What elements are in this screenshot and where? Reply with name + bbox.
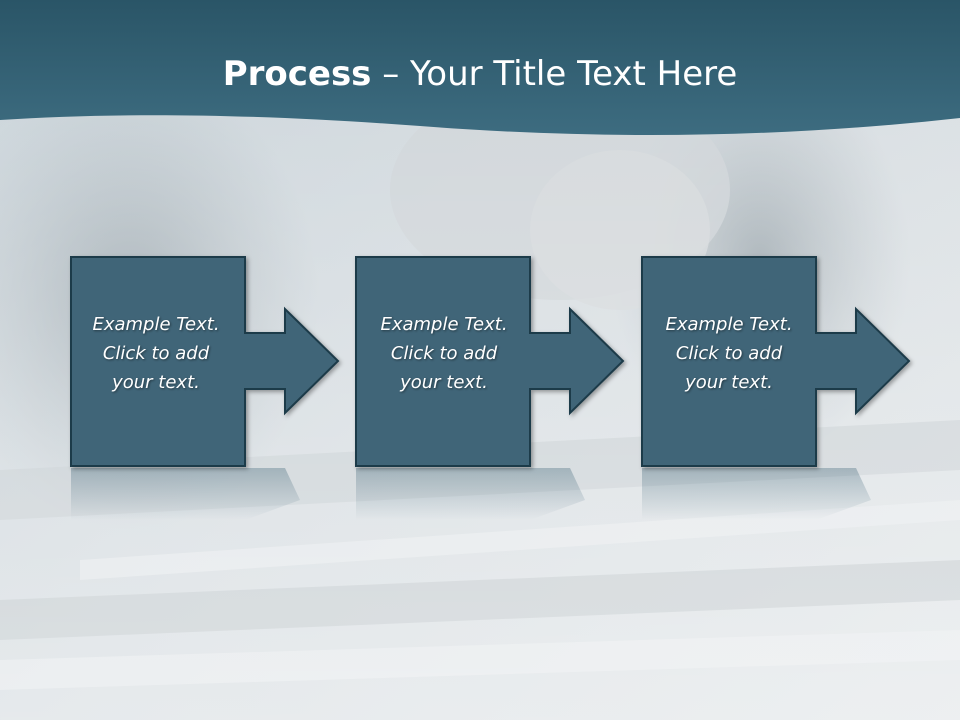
- title-rest: – Your Title Text Here: [371, 54, 738, 94]
- step-3-line-1: Example Text.: [665, 314, 793, 335]
- reflections: [71, 468, 871, 520]
- step-3-line-2: Click to add: [675, 343, 783, 364]
- step-1-line-3: your text.: [112, 372, 200, 393]
- step-3-line-3: your text.: [685, 372, 773, 393]
- slide-title[interactable]: Process – Your Title Text Here: [0, 50, 960, 98]
- step-2-shape[interactable]: [355, 256, 625, 467]
- step-1-line-2: Click to add: [102, 343, 210, 364]
- step-2-text[interactable]: Example Text. Click to add your text.: [358, 310, 530, 397]
- step-1-shape[interactable]: [70, 256, 340, 467]
- step-3-text[interactable]: Example Text. Click to add your text.: [643, 310, 815, 397]
- step-2-line-3: your text.: [400, 372, 488, 393]
- step-3-shape[interactable]: [641, 256, 911, 467]
- step-2-line-2: Click to add: [390, 343, 498, 364]
- title-bold: Process: [222, 54, 372, 94]
- header-band: [0, 0, 960, 136]
- step-1-line-1: Example Text.: [92, 314, 220, 335]
- step-2-line-1: Example Text.: [380, 314, 508, 335]
- step-1-text[interactable]: Example Text. Click to add your text.: [70, 310, 242, 397]
